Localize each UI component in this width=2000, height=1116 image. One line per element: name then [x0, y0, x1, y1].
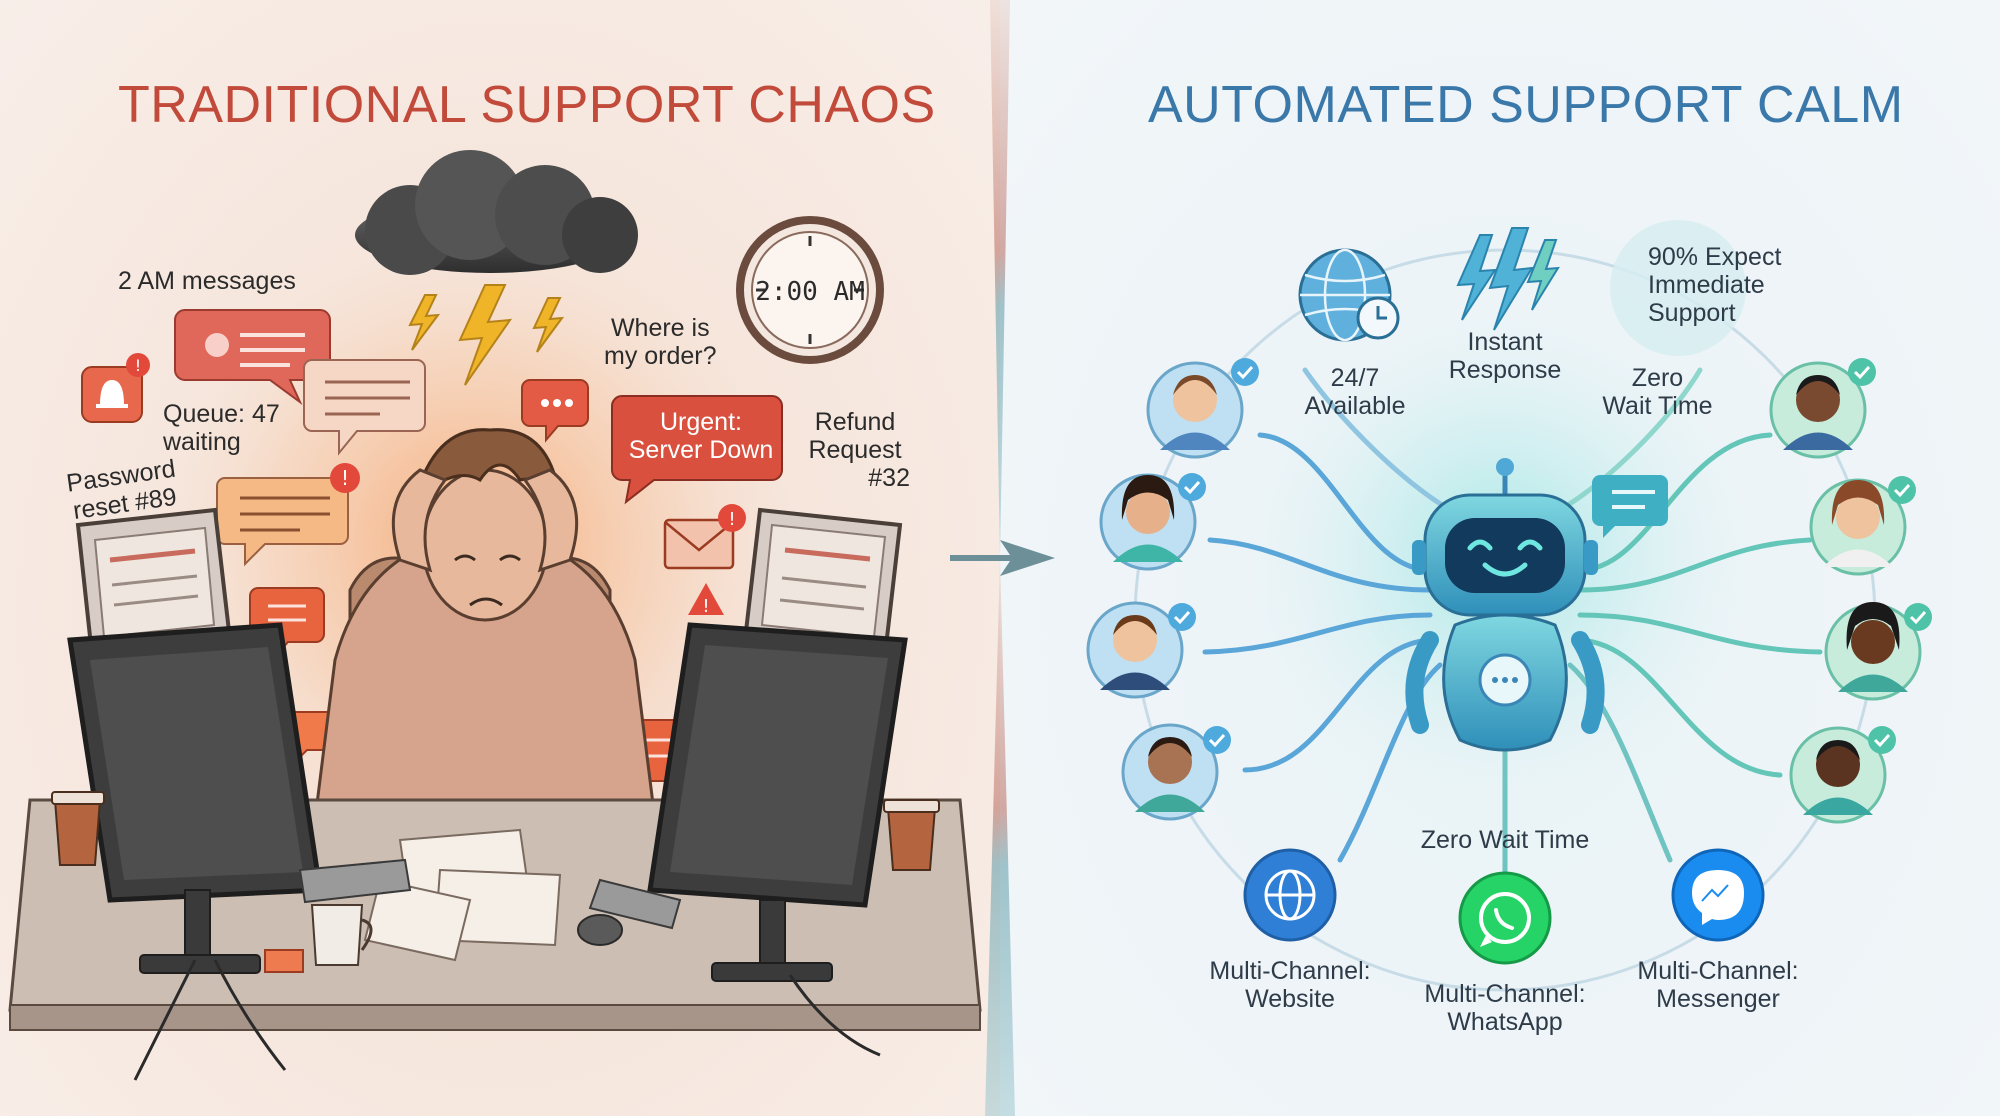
svg-text:!: ! — [728, 509, 735, 530]
chat-bubble-icon — [521, 379, 589, 443]
chaos-illustration: 2:00 AM ! — [8, 150, 982, 1081]
label-90-line3: Support — [1648, 299, 1736, 327]
label-messenger-line2: Messenger — [1656, 985, 1780, 1013]
cables — [133, 959, 881, 1081]
coffee-cup-icon — [51, 791, 105, 866]
label-urgent: Urgent: Server Down — [626, 408, 776, 464]
urgent-bubble — [611, 395, 783, 505]
svg-text:!: ! — [341, 466, 349, 490]
avatar-icon — [1146, 358, 1259, 459]
label-channel-website: Multi-Channel: Website — [1205, 957, 1375, 1013]
label-instant-line1: Instant — [1467, 328, 1543, 356]
label-urgent-line1: Urgent: — [660, 408, 742, 436]
avatar-icon — [1769, 358, 1876, 459]
label-channel-messenger: Multi-Channel: Messenger — [1633, 957, 1803, 1013]
label-2am-messages: 2 AM messages — [118, 267, 296, 295]
clock-time: 2:00 AM — [755, 277, 865, 307]
label-refund-line2: Request — [808, 436, 902, 464]
envelope-icon: ! — [663, 504, 746, 570]
label-zero-wait-bottom: Zero Wait Time — [1420, 826, 1590, 854]
alert-icon: ! — [688, 583, 724, 617]
chaos-title: TRADITIONAL SUPPORT CHAOS — [118, 76, 936, 134]
whatsapp-icon — [1458, 871, 1552, 965]
label-zero-line1: Zero — [1631, 364, 1684, 392]
keyboard — [298, 858, 412, 904]
label-where-is-order: Where is my order? — [604, 314, 717, 370]
calm-title: AUTOMATED SUPPORT CALM — [1148, 76, 1904, 134]
svg-text:!: ! — [135, 356, 141, 375]
label-24-7: 24/7 Available — [1300, 364, 1410, 420]
stat-bubble — [1610, 220, 1746, 356]
papers — [363, 828, 562, 962]
keyboard — [588, 878, 682, 930]
label-urgent-line2: Server Down — [628, 436, 774, 464]
label-24-7-line2: Available — [1304, 392, 1406, 420]
label-messenger-line1: Multi-Channel: — [1637, 957, 1799, 985]
avatar-icon — [1789, 726, 1896, 824]
label-queue-line1: Queue: 47 — [163, 400, 280, 428]
robot-icon — [1405, 458, 1605, 752]
label-channel-whatsapp: Multi-Channel: WhatsApp — [1420, 980, 1590, 1036]
mouse — [577, 914, 623, 946]
label-refund-line3: #32 — [868, 464, 910, 492]
label-zero-wait-top: Zero Wait Time — [1595, 364, 1720, 420]
monitor-icon — [67, 622, 323, 974]
label-website-line1: Multi-Channel: — [1209, 957, 1371, 985]
label-24-7-line1: 24/7 — [1330, 364, 1380, 392]
label-zero-line2: Wait Time — [1602, 392, 1713, 420]
sticky-note — [264, 949, 304, 973]
label-where-is-order-line2: my order? — [604, 342, 717, 370]
chat-bubble-icon — [1592, 475, 1668, 538]
label-queue: Queue: 47 waiting — [163, 400, 280, 456]
chat-bubble-icon — [174, 309, 331, 406]
avatar-icon — [1121, 723, 1231, 821]
chat-bubble-icon — [1478, 653, 1532, 707]
avatar-icon — [1809, 476, 1916, 576]
label-instant-line2: Response — [1448, 356, 1562, 384]
chat-bubble-icon — [303, 359, 426, 456]
monitor-icon — [647, 622, 908, 982]
lightning-icon — [1456, 227, 1560, 331]
panel-divider — [950, 0, 1055, 1116]
stressed-person — [313, 428, 657, 822]
avatar-icon — [1086, 601, 1196, 699]
label-90-line1: 90% Expect — [1648, 243, 1782, 271]
label-refund: Refund Request #32 — [800, 408, 910, 492]
globe-icon — [1243, 848, 1337, 942]
avatar-icon — [1824, 602, 1932, 701]
globe-icon — [1298, 248, 1400, 342]
label-refund-line1: Refund — [814, 408, 896, 436]
bell-icon: ! — [81, 353, 150, 423]
clock-icon: 2:00 AM — [736, 216, 884, 364]
label-90-percent: 90% Expect Immediate Support — [1648, 243, 1781, 327]
label-whatsapp-line1: Multi-Channel: — [1424, 980, 1586, 1008]
messenger-icon — [1671, 848, 1765, 942]
coffee-cup-icon — [264, 904, 373, 973]
arrow-icon — [950, 540, 1055, 576]
label-90-line2: Immediate — [1648, 271, 1765, 299]
label-where-is-order-line1: Where is — [610, 314, 710, 342]
label-website-line2: Website — [1245, 985, 1335, 1013]
cloud-icon — [355, 150, 638, 275]
lightning-icon — [408, 284, 565, 386]
label-whatsapp-line2: WhatsApp — [1447, 1008, 1563, 1036]
chat-bubble-icon: ! — [216, 463, 360, 567]
label-instant-response: Instant Response — [1445, 328, 1565, 384]
label-queue-line2: waiting — [163, 428, 241, 456]
avatar-icon — [1099, 473, 1206, 571]
calm-illustration — [1086, 220, 1932, 992]
svg-text:!: ! — [702, 596, 709, 617]
coffee-cup-icon — [883, 799, 940, 871]
